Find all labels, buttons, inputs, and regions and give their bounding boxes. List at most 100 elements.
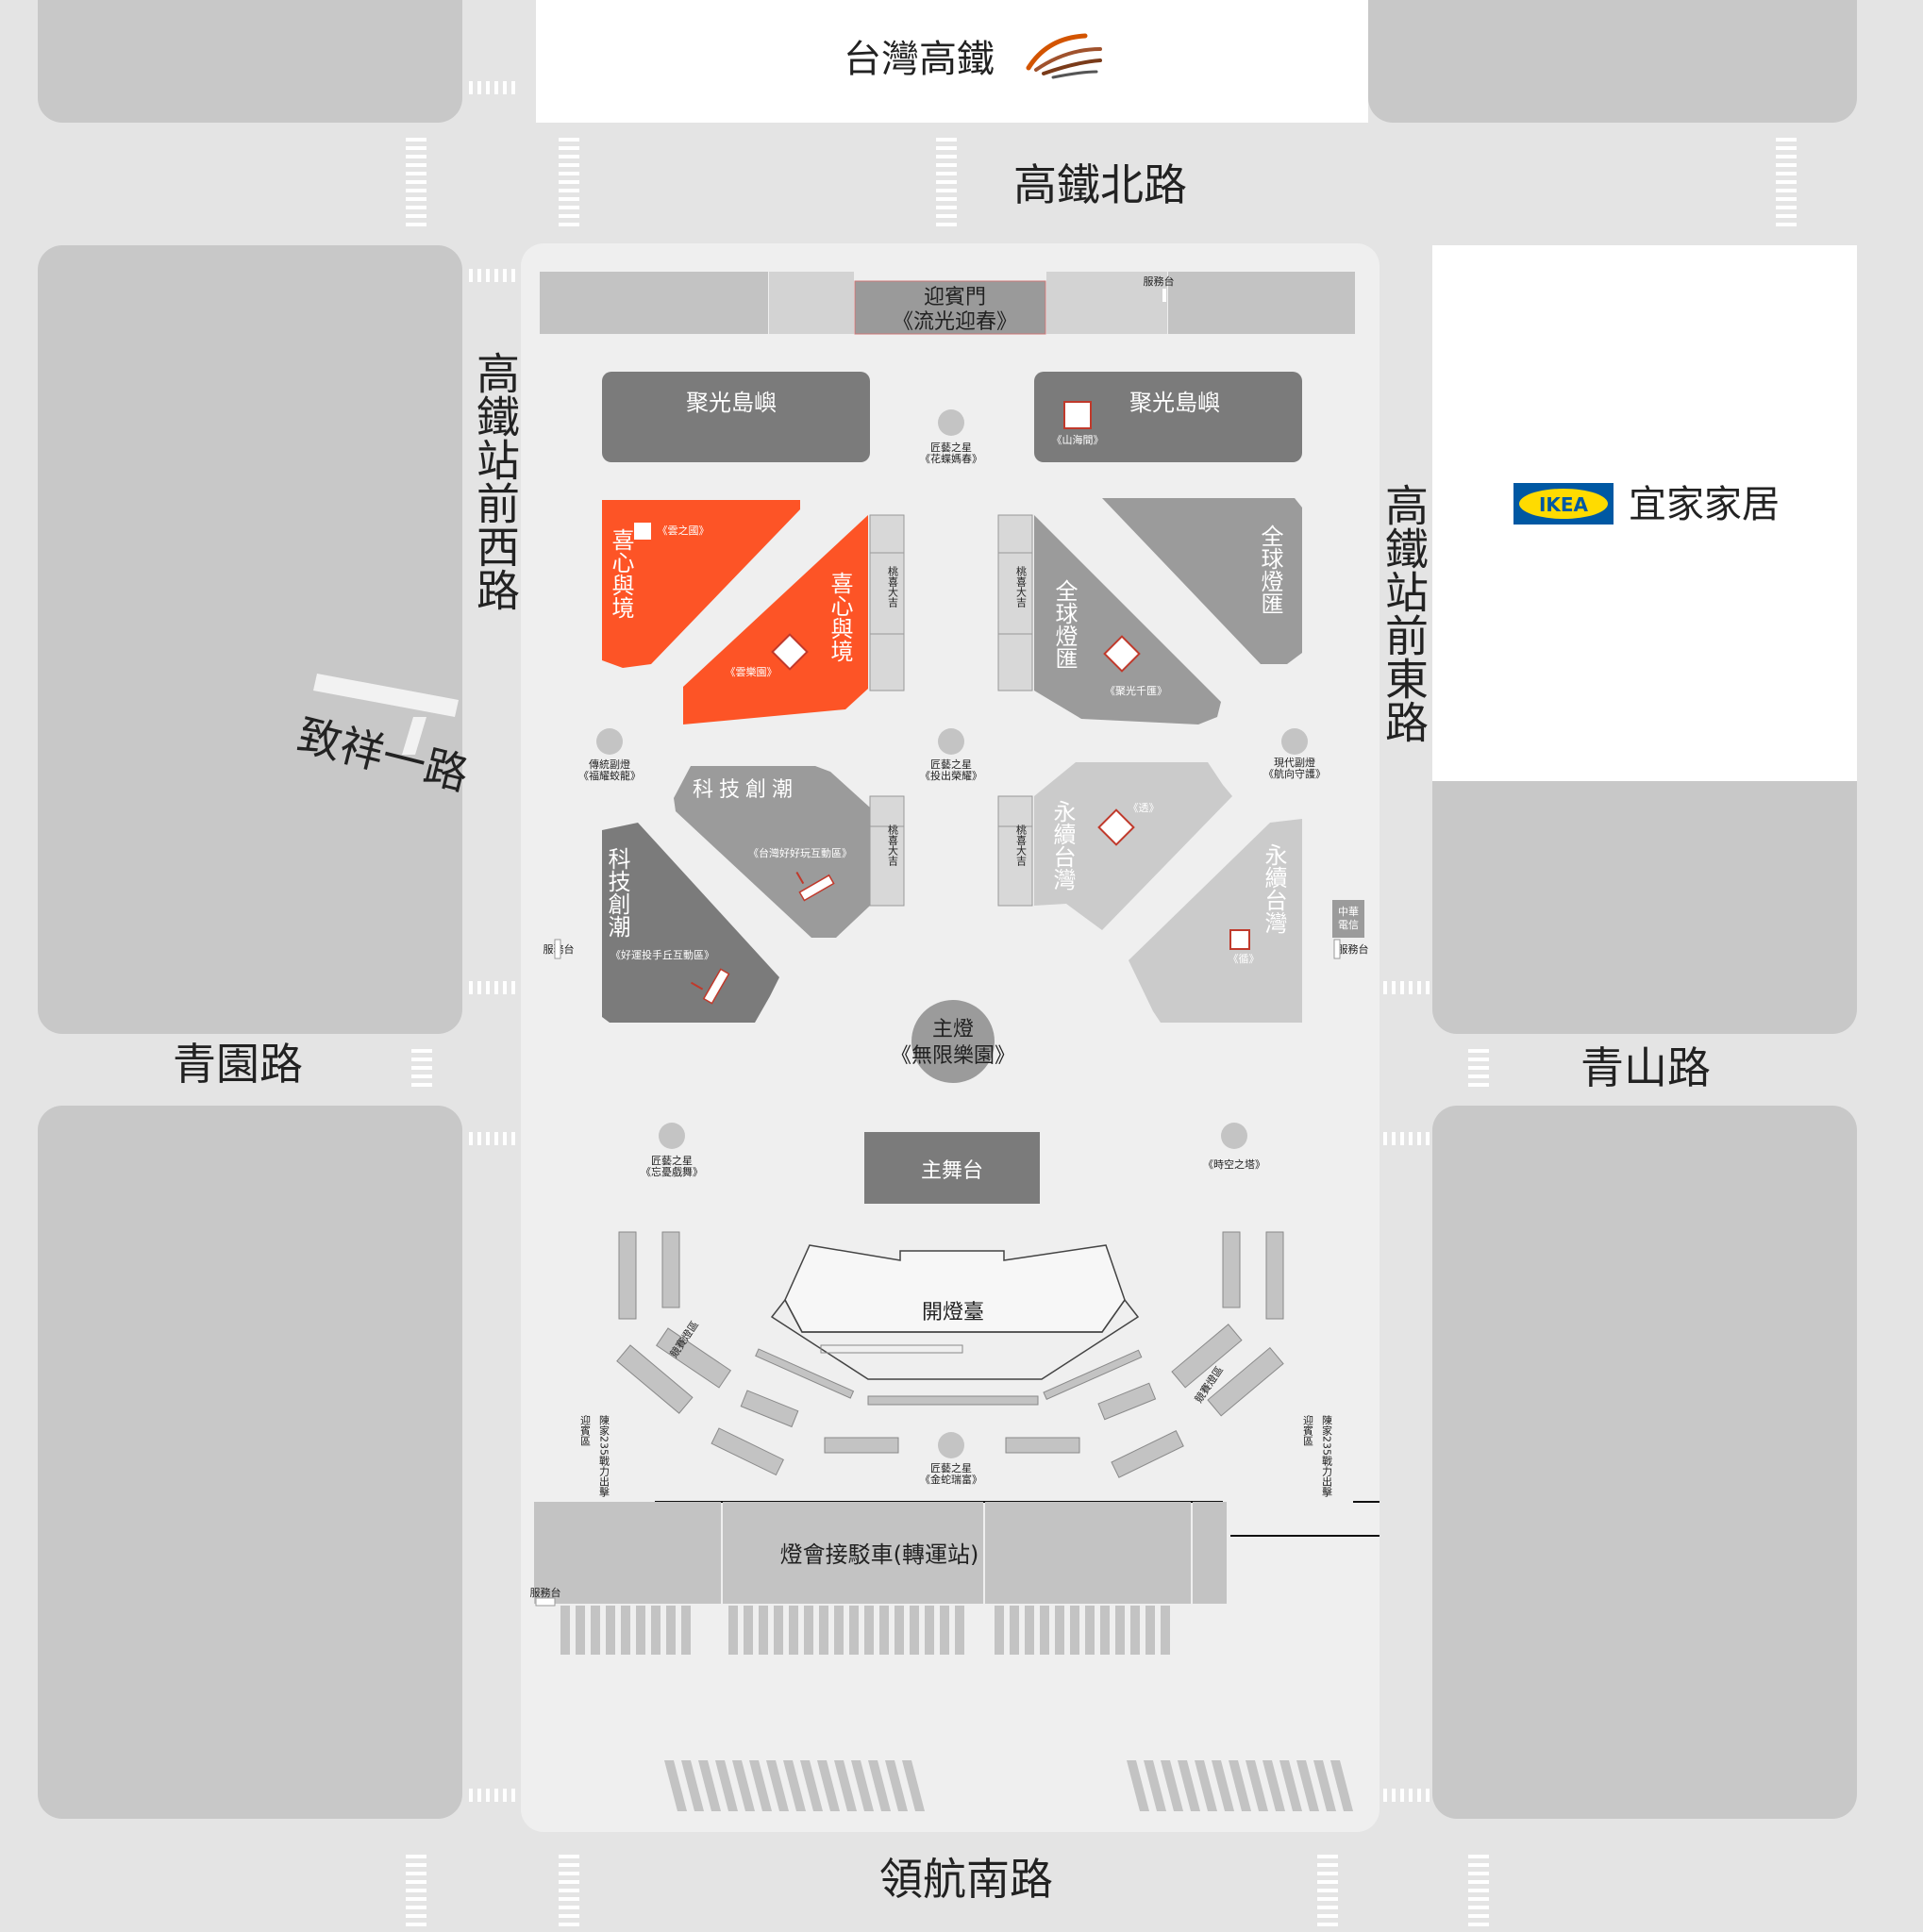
- chunghwa-label-1: 中華: [1338, 906, 1359, 918]
- work-yunle: 《雲樂園》: [726, 665, 778, 678]
- zone-yongxu-left[interactable]: [1034, 762, 1232, 930]
- star-hangxiang-icon: [1281, 728, 1308, 755]
- crosswalk-v5: [469, 1789, 515, 1802]
- work-xun: 《循》: [1229, 953, 1260, 965]
- service-desk-top[interactable]: 服務台: [1144, 275, 1175, 288]
- main-stage[interactable]: [864, 1132, 1040, 1204]
- main-lantern-work: 《無限樂園》: [891, 1044, 1015, 1068]
- seating-left-columns: [618, 1231, 1284, 1320]
- taoxi-left-2[interactable]: [869, 795, 905, 907]
- crosswalk-v4: [469, 1132, 515, 1145]
- zone-xixin-left[interactable]: [602, 500, 800, 668]
- parking-stalls: [560, 1606, 1170, 1655]
- crosswalk-h3: [936, 138, 957, 226]
- block-west-south: [38, 1106, 462, 1819]
- lighting-stage-label: 開燈臺: [922, 1301, 984, 1324]
- star-touchu-name: 匠藝之星: [930, 758, 972, 771]
- road-north: 高鐵北路: [1013, 159, 1187, 210]
- shuttle-block-a: [534, 1502, 721, 1604]
- city-blocks: [38, 0, 1857, 1832]
- contest-zone-left[interactable]: [616, 1327, 799, 1476]
- zone-xixin-left-label: 喜心與境: [608, 528, 634, 619]
- ikea-logo-text: IKEA: [1539, 493, 1589, 516]
- service-desk-right[interactable]: 服務台: [1338, 942, 1369, 956]
- crosswalk-v3: [469, 981, 515, 994]
- star-shikong-icon: [1221, 1123, 1247, 1149]
- work-tou: 《透》: [1129, 802, 1160, 814]
- zone-xixin-right[interactable]: [683, 515, 868, 724]
- taoxi-right-1-label: 桃喜大吉: [1015, 565, 1028, 608]
- ikea-logo-icon: IKEA: [1513, 483, 1614, 525]
- crosswalk-h7: [406, 1855, 426, 1926]
- pitcher-icon-top: [795, 871, 835, 902]
- crosswalk-h9: [1317, 1855, 1338, 1926]
- road-east: 高鐵站前東路: [1379, 483, 1430, 743]
- crosswalk-v6: [1383, 981, 1430, 994]
- zone-keji-bottom[interactable]: [602, 823, 779, 1023]
- taoxi-right-1[interactable]: [997, 514, 1033, 691]
- shuttle-block-b[interactable]: [723, 1502, 983, 1604]
- star-hangxiang-name: 現代副燈: [1274, 756, 1315, 769]
- hsr-logo-icon: [1026, 33, 1102, 79]
- star-touchu-icon: [938, 728, 964, 755]
- crosswalk-v7: [1383, 1132, 1430, 1145]
- bike-stalls-right: [1127, 1760, 1353, 1811]
- star-jinshe-name: 匠藝之星: [930, 1461, 972, 1474]
- star-wangyou-icon: [659, 1123, 685, 1149]
- main-lantern-icon[interactable]: [911, 1000, 995, 1083]
- work-juguangqian: 《聚光千匯》: [1105, 684, 1167, 697]
- main-lantern-name: 主燈: [932, 1018, 974, 1041]
- crosswalk-h5: [411, 1049, 432, 1087]
- zone-yongxu-left-label: 永續台灣: [1049, 800, 1076, 891]
- welcome-zone-left: 迎賓區: [579, 1415, 592, 1446]
- star-fuyao-work: 《福耀蛟龍》: [578, 769, 641, 782]
- diag-road-mark: [313, 674, 459, 717]
- zone-keji-top[interactable]: [674, 766, 870, 938]
- zone-juguang-right-label: 聚光島嶼: [1129, 390, 1220, 416]
- star-jinshe-work: 《金蛇瑞富》: [920, 1473, 982, 1486]
- zone-juguang-left[interactable]: [602, 372, 870, 462]
- gate-row-left: [540, 272, 768, 334]
- pitcher-icon-bottom: [690, 968, 730, 1005]
- seating-front: [824, 1437, 1080, 1454]
- ikea-brand-text: 宜家家居: [1629, 483, 1780, 526]
- zone-yongxu-right[interactable]: [1129, 819, 1302, 1023]
- star-wangyou-name: 匠藝之星: [651, 1154, 693, 1167]
- taoxi-left-1[interactable]: [869, 514, 905, 691]
- seating-arc: [755, 1344, 1143, 1406]
- road-west: 高鐵站前西路: [470, 351, 521, 611]
- road-south: 領航南路: [879, 1854, 1053, 1905]
- zone-juguang-left-label: 聚光島嶼: [686, 390, 777, 416]
- work-taiwan-hao: 《台灣好好玩互動區》: [748, 846, 852, 859]
- zone-quanqiu-right-label: 全球燈匯: [1257, 525, 1283, 615]
- zone-yongxu-right-label: 永續台灣: [1261, 843, 1287, 934]
- block-hsr: [536, 0, 1368, 123]
- marker-juguangqian-icon: [1103, 635, 1141, 673]
- gate-row-right: [1168, 272, 1355, 334]
- marker-yunle-icon: [771, 633, 809, 671]
- zone-quanqiu-right[interactable]: [1102, 498, 1302, 664]
- contest-zone-right[interactable]: [1097, 1324, 1284, 1478]
- bike-stalls-left: [664, 1760, 925, 1811]
- service-desk-left-marker: [554, 939, 561, 959]
- block-nw: [38, 0, 462, 123]
- service-desk-bottom[interactable]: 服務台: [530, 1586, 561, 1599]
- star-huadie-icon: [938, 409, 964, 436]
- chunghwa-label-2: 電信: [1338, 919, 1359, 931]
- zone-quanqiu-left[interactable]: [1034, 515, 1221, 724]
- taoxi-right-2[interactable]: [997, 795, 1033, 907]
- taoxi-left-1-label: 桃喜大吉: [887, 565, 899, 608]
- marker-yunzhi-icon: [634, 523, 651, 540]
- crosswalk-v2: [469, 269, 515, 282]
- crosswalk-h8: [559, 1855, 579, 1926]
- lighting-stage-lower: [770, 1298, 1140, 1380]
- chunghwa-booth[interactable]: [1332, 900, 1364, 938]
- road-mid-left: 青園路: [173, 1039, 303, 1090]
- block-east-south: [1432, 1106, 1857, 1819]
- main-stage-label: 主舞台: [921, 1159, 983, 1183]
- star-huadie-name: 匠藝之星: [930, 441, 972, 454]
- shuttle-block-d: [1193, 1502, 1227, 1604]
- gate-main: [854, 280, 1046, 335]
- crosswalk-v8: [1383, 1789, 1430, 1802]
- zone-juguang-right[interactable]: [1034, 372, 1302, 462]
